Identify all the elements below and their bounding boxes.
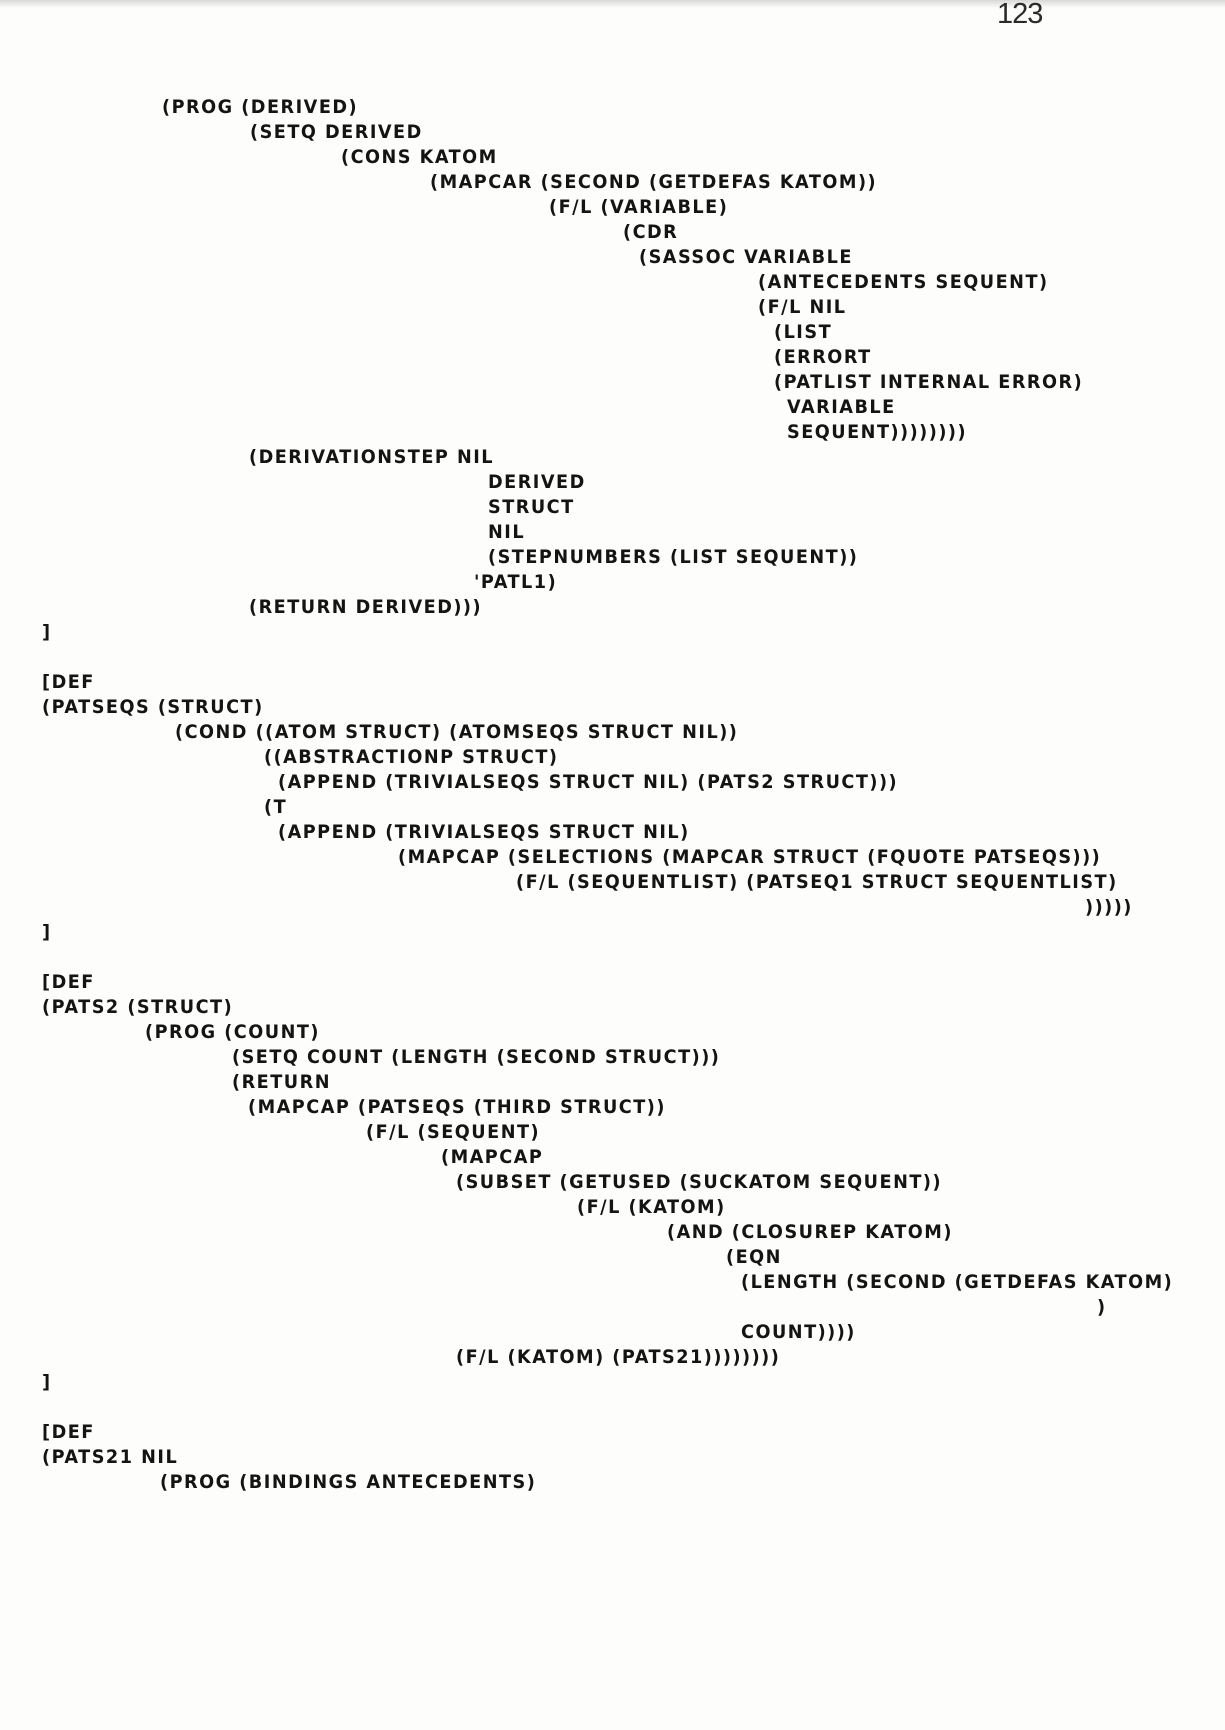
code-line: 'PATL1) xyxy=(474,571,558,593)
code-line: (LENGTH (SECOND (GETDEFAS KATOM) xyxy=(741,1271,1174,1293)
code-line: (MAPCAR (SECOND (GETDEFAS KATOM)) xyxy=(430,171,878,193)
code-line: [DEF xyxy=(42,1421,95,1443)
code-line: ] xyxy=(42,621,52,643)
code-line: (SETQ DERIVED xyxy=(250,121,423,143)
code-line: (F/L (KATOM) xyxy=(577,1196,726,1218)
code-line: NIL xyxy=(488,521,526,543)
code-line: (F/L (VARIABLE) xyxy=(549,196,729,218)
code-line: (PATLIST INTERNAL ERROR) xyxy=(774,371,1084,393)
code-line: (PATS21 NIL xyxy=(42,1446,179,1468)
code-line: ] xyxy=(42,1371,52,1393)
code-line: DERIVED xyxy=(488,471,586,493)
code-line: (T xyxy=(264,796,288,818)
code-line: (MAPCAP xyxy=(441,1146,544,1168)
code-line: ) xyxy=(1097,1296,1107,1318)
code-line: ((ABSTRACTIONP STRUCT) xyxy=(264,746,559,768)
code-line: (SASSOC VARIABLE xyxy=(639,246,853,268)
code-line: (RETURN DERIVED))) xyxy=(249,596,483,618)
code-line: (AND (CLOSUREP KATOM) xyxy=(667,1221,953,1243)
scan-top-edge xyxy=(0,0,1225,8)
code-line: (F/L (SEQUENTLIST) (PATSEQ1 STRUCT SEQUE… xyxy=(516,871,1118,893)
code-line: (RETURN xyxy=(232,1071,331,1093)
code-line: ] xyxy=(42,921,52,943)
code-line: (CONS KATOM xyxy=(341,146,498,168)
code-line: (PATSEQS (STRUCT) xyxy=(42,696,264,718)
code-line: (EQN xyxy=(726,1246,782,1268)
code-line: (PROG (COUNT) xyxy=(145,1021,320,1043)
code-line: SEQUENT)))))))) xyxy=(787,421,968,443)
code-line: (F/L (SEQUENT) xyxy=(366,1121,541,1143)
code-line: (SUBSET (GETUSED (SUCKATOM SEQUENT)) xyxy=(456,1171,943,1193)
code-line: (ERRORT xyxy=(774,346,872,368)
code-line: (F/L NIL xyxy=(758,296,847,318)
code-line: STRUCT xyxy=(488,496,575,518)
code-line: (ANTECEDENTS SEQUENT) xyxy=(758,271,1049,293)
code-line: (APPEND (TRIVIALSEQS STRUCT NIL) xyxy=(278,821,690,843)
code-line: [DEF xyxy=(42,671,95,693)
code-line: (APPEND (TRIVIALSEQS STRUCT NIL) (PATS2 … xyxy=(278,771,899,793)
code-line: (MAPCAP (SELECTIONS (MAPCAR STRUCT (FQUO… xyxy=(398,846,1102,868)
code-line: VARIABLE xyxy=(787,396,896,418)
code-line: COUNT)))) xyxy=(741,1321,856,1343)
code-line: (PATS2 (STRUCT) xyxy=(42,996,234,1018)
code-line: (LIST xyxy=(774,321,833,343)
code-line: (DERIVATIONSTEP NIL xyxy=(249,446,495,468)
code-line: (PROG (BINDINGS ANTECEDENTS) xyxy=(160,1471,537,1493)
code-line: (STEPNUMBERS (LIST SEQUENT)) xyxy=(488,546,859,568)
code-line: (SETQ COUNT (LENGTH (SECOND STRUCT))) xyxy=(232,1046,721,1068)
code-line: (PROG (DERIVED) xyxy=(162,96,359,118)
code-line: (F/L (KATOM) (PATS21)))))))) xyxy=(456,1346,781,1368)
code-line: ))))) xyxy=(1085,896,1133,918)
code-line: [DEF xyxy=(42,971,95,993)
code-line: (COND ((ATOM STRUCT) (ATOMSEQS STRUCT NI… xyxy=(175,721,739,743)
code-line: (CDR xyxy=(623,221,679,243)
page-number: 123 xyxy=(997,0,1043,30)
code-line: (MAPCAP (PATSEQS (THIRD STRUCT)) xyxy=(248,1096,666,1118)
